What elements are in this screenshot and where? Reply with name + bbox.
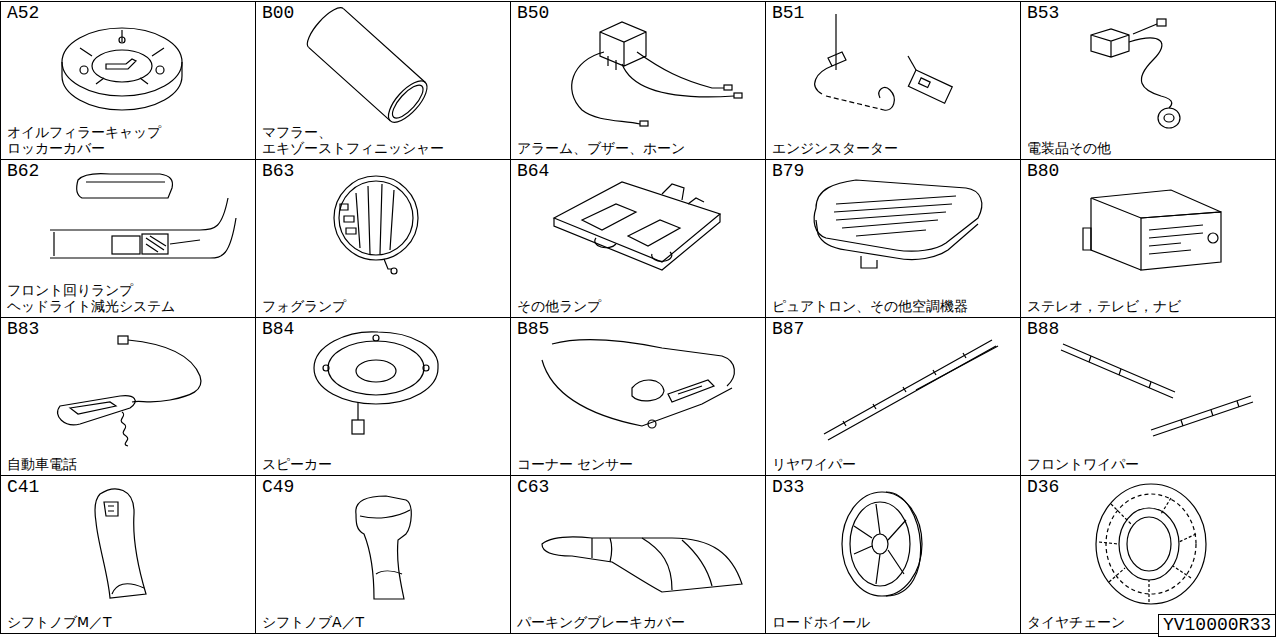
air-purifier-drawing <box>814 180 982 268</box>
shift-knob-drawing <box>356 496 411 599</box>
phone-drawing <box>58 336 201 446</box>
electrical-drawing <box>1091 19 1180 128</box>
part-cell: B85 コーナー センサー <box>510 317 766 476</box>
part-cell: B63 フォグランプ <box>255 159 511 318</box>
front-wiper-drawing <box>1061 344 1253 436</box>
part-code: B50 <box>517 3 549 23</box>
drawing-number: YV10000R33 <box>1163 615 1271 635</box>
wheel-drawing <box>842 492 922 596</box>
part-cell: B80 ステレオ，テレビ，ナビ <box>1020 159 1276 318</box>
part-code: B53 <box>1027 3 1059 23</box>
part-code: B64 <box>517 161 549 181</box>
corner-sensor-drawing <box>542 340 734 428</box>
part-code: B85 <box>517 319 549 339</box>
part-name: コーナー センサー <box>517 456 633 472</box>
part-code: B80 <box>1027 161 1059 181</box>
part-cell: B62 フロント回りランプ ヘッドライト減光システム <box>0 159 256 318</box>
front-lamp-drawing <box>50 174 236 258</box>
part-cell: B79 ピュアトロン、その他空調機器 <box>765 159 1021 318</box>
part-cell: B00 マフラー、 エキゾーストフィニッシャー <box>255 1 511 160</box>
oil-cap-drawing <box>62 28 182 110</box>
part-cell: D36 タイヤチェーン <box>1020 475 1276 634</box>
part-name: シフトノブM／T <box>7 614 112 630</box>
part-name: スピーカー <box>262 456 332 472</box>
map-lamp-drawing <box>554 182 720 270</box>
part-cell: B64 その他ランプ <box>510 159 766 318</box>
part-code: D36 <box>1027 477 1059 497</box>
tire-chain-drawing <box>1096 484 1206 604</box>
fog-lamp-drawing <box>334 176 418 274</box>
part-cell: B53 電装品その他 <box>1020 1 1276 160</box>
part-code: B79 <box>772 161 804 181</box>
part-code: B00 <box>262 3 294 23</box>
part-name: 自動車電話 <box>7 456 77 472</box>
part-name: 電装品その他 <box>1027 140 1111 156</box>
part-cell: B88 フロントワイパー <box>1020 317 1276 476</box>
part-cell: B50 アラーム、ブザー、ホーン <box>510 1 766 160</box>
part-code: B84 <box>262 319 294 339</box>
part-cell: B87 リヤワイパー <box>765 317 1021 476</box>
part-cell: B84 スピーカー <box>255 317 511 476</box>
part-code: C41 <box>7 477 39 497</box>
part-cell: D33 ロードホイール <box>765 475 1021 634</box>
part-name: フロント回りランプ ヘッドライト減光システム <box>7 282 219 314</box>
brake-cover-drawing <box>542 537 742 592</box>
part-code: C63 <box>517 477 549 497</box>
part-code: D33 <box>772 477 804 497</box>
part-name: オイルフィラーキャップ ロッカーカバー <box>7 124 219 156</box>
alarm-drawing <box>572 22 742 126</box>
part-code: B51 <box>772 3 804 23</box>
part-name: ロードホイール <box>772 614 870 630</box>
part-name: シフトノブA／T <box>262 614 364 630</box>
part-name: リヤワイパー <box>772 456 856 472</box>
part-name: ピュアトロン、その他空調機器 <box>772 298 968 314</box>
part-code: B88 <box>1027 319 1059 339</box>
part-cell: B51 エンジンスターター <box>765 1 1021 160</box>
starter-drawing <box>815 14 952 110</box>
part-code: B62 <box>7 161 39 181</box>
part-cell: B83 自動車電話 <box>0 317 256 476</box>
part-name: アラーム、ブザー、ホーン <box>517 140 685 156</box>
part-name: フロントワイパー <box>1027 456 1139 472</box>
part-code: B83 <box>7 319 39 339</box>
part-name: ステレオ，テレビ，ナビ <box>1027 298 1181 314</box>
part-cell: C41 シフトノブM／T <box>0 475 256 634</box>
part-cell: A52 オイルフィラーキャップ ロッカーカバー <box>0 1 256 160</box>
part-cell: C49 シフトノブA／T <box>255 475 511 634</box>
part-name: その他ランプ <box>517 298 601 314</box>
part-code: B87 <box>772 319 804 339</box>
rear-wiper-drawing <box>824 340 998 440</box>
part-name: エンジンスターター <box>772 140 898 156</box>
part-name: フォグランプ <box>262 298 346 314</box>
shift-knob-drawing <box>95 489 146 598</box>
drawing-number-box: YV10000R33 <box>1158 614 1276 637</box>
part-cell: C63 パーキングブレーキカバー <box>510 475 766 634</box>
speaker-drawing <box>314 332 438 434</box>
part-code: B63 <box>262 161 294 181</box>
part-code: C49 <box>262 477 294 497</box>
part-name: マフラー、 エキゾーストフィニッシャー <box>262 124 474 156</box>
stereo-drawing <box>1083 190 1221 270</box>
part-name: タイヤチェーン <box>1027 614 1125 630</box>
part-code: A52 <box>7 3 39 23</box>
muffler-drawing <box>302 3 433 129</box>
part-name: パーキングブレーキカバー <box>517 614 685 630</box>
